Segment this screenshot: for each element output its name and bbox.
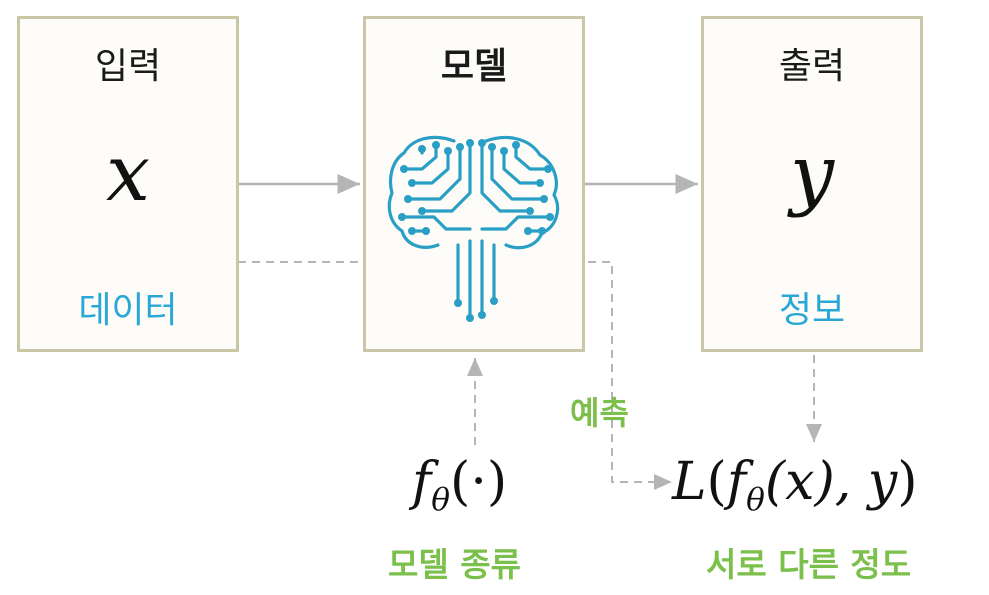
loss-function-formula: L(fθ(x), y) (672, 452, 918, 518)
loss-inner-arg: (x) (764, 452, 835, 512)
difference-caption: 서로 다른 정도 (706, 545, 912, 584)
output-variable: y (789, 129, 835, 219)
model-type-caption: 모델 종류 (388, 545, 521, 584)
loss-inner-name: f (726, 452, 747, 512)
loss-close-paren: ) (897, 452, 918, 512)
output-title: 출력 (778, 46, 846, 87)
prediction-label: 예측 (570, 394, 629, 432)
loss-separator: , y (834, 452, 898, 512)
input-variable: x (106, 129, 150, 219)
input-box: 입력 x 데이터 (17, 16, 239, 352)
loss-open-paren: ( (706, 452, 727, 512)
input-caption: 데이터 (78, 290, 178, 331)
input-title: 입력 (94, 46, 162, 87)
model-title: 모델 (440, 46, 508, 87)
brain-circuit-icon (387, 135, 560, 322)
model-box: 모델 (363, 16, 585, 352)
model-function-argument: (·) (450, 452, 508, 512)
model-function-subscript: θ (431, 481, 451, 518)
output-caption: 정보 (778, 290, 846, 331)
loss-inner-subscript: θ (746, 481, 765, 518)
output-box: 출력 y 정보 (701, 16, 923, 352)
model-function-name: f (412, 452, 432, 512)
loss-name: L (672, 452, 707, 512)
model-function-formula: fθ(·) (412, 452, 507, 518)
